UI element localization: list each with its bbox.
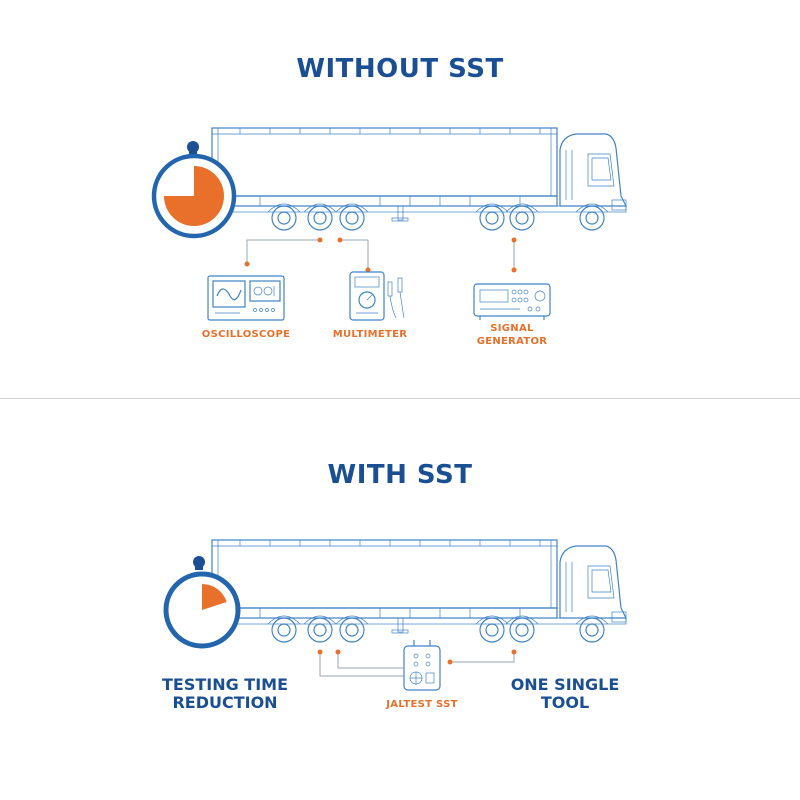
- connector-lines-top: [244, 237, 517, 273]
- stopwatch-icon-bottom: [163, 556, 241, 649]
- multimeter-icon: [349, 271, 405, 321]
- label-signal-line2: GENERATOR: [476, 336, 548, 347]
- label-jaltest-sst: JALTEST SST: [386, 699, 458, 710]
- stopwatch-icon-top: [151, 141, 237, 239]
- label-oscilloscope: OSCILLOSCOPE: [201, 329, 291, 340]
- one-single-tool-line2: TOOL: [540, 693, 590, 712]
- connector-lines-bottom: [317, 649, 517, 677]
- title-with-sst: WITH SST: [327, 460, 473, 490]
- one-single-tool-line1: ONE SINGLE: [510, 675, 620, 694]
- label-multimeter: MULTIMETER: [332, 329, 408, 340]
- stopwatch-fill-top: [164, 166, 224, 226]
- title-without-sst: WITHOUT SST: [296, 54, 504, 84]
- section-divider: [0, 398, 800, 399]
- signal-generator-icon: [473, 283, 551, 320]
- testing-time-line1: TESTING TIME: [161, 675, 289, 694]
- oscilloscope-icon: [207, 275, 285, 321]
- truck-bottom: [211, 539, 627, 643]
- truck-top: [211, 127, 627, 231]
- label-signal-line1: SIGNAL: [490, 323, 534, 334]
- stopwatch-fill-bottom: [202, 583, 227, 610]
- jaltest-sst-icon: [403, 640, 441, 691]
- testing-time-line2: REDUCTION: [172, 693, 278, 712]
